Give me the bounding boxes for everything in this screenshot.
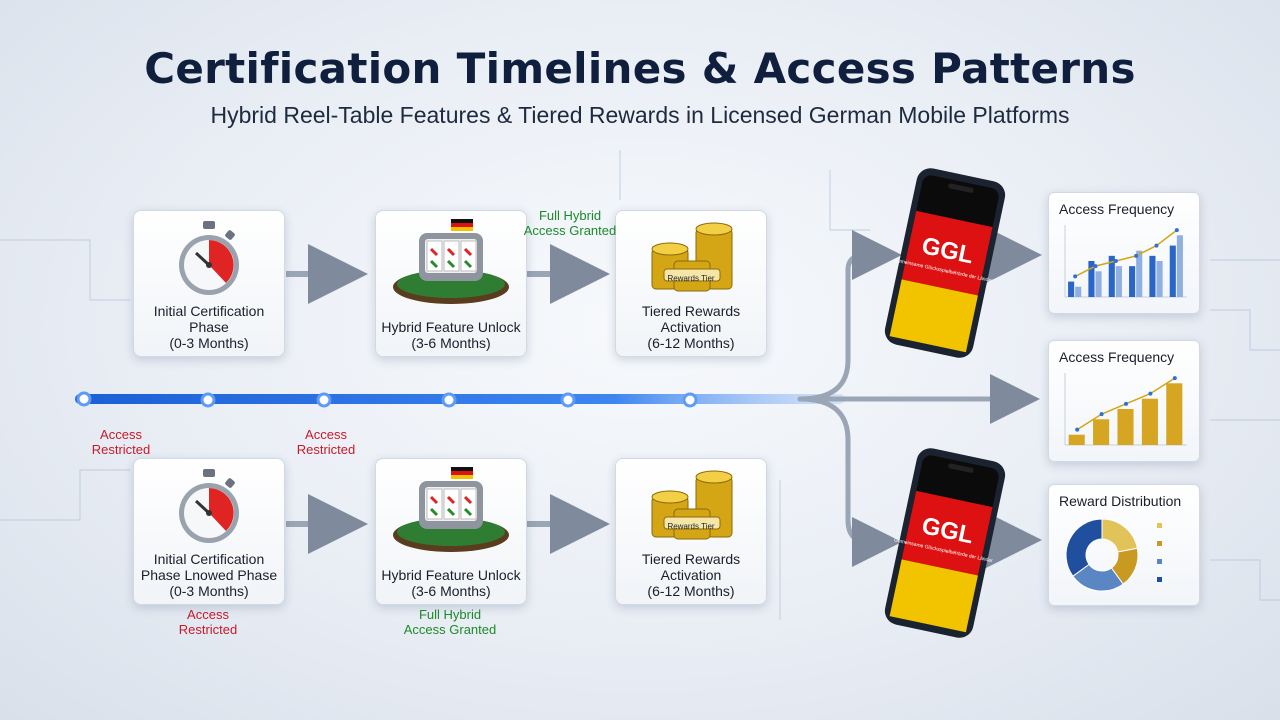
- coin-stack-icon: [651, 470, 733, 540]
- bar: [1149, 255, 1156, 297]
- card-label-line2: Activation: [660, 319, 722, 335]
- phone-ggl-bottom: GGL Gemeinsame Glücksspielbehörde der Lä…: [884, 448, 1006, 638]
- trend-point: [1134, 253, 1139, 258]
- card-label-line1: Hybrid Feature Unlock: [381, 567, 521, 583]
- slot-machine-table-icon: [393, 467, 509, 552]
- trend-point: [1154, 243, 1159, 248]
- card-hybrid-feature-top: Hybrid Feature Unlock (3-6 Months): [375, 210, 527, 357]
- trend-point: [1093, 264, 1098, 269]
- card-initial-certification-top: Initial Certification Phase (0-3 Months): [133, 210, 285, 357]
- trend-point: [1174, 228, 1179, 233]
- card-label-line2: Activation: [660, 567, 722, 583]
- coin-label: Rewards Tier: [667, 274, 715, 283]
- legend-swatch: [1157, 541, 1162, 546]
- bar: [1166, 383, 1183, 445]
- trend-line: [1074, 229, 1178, 278]
- bar: [1068, 281, 1075, 297]
- chart-reward-distribution: [1065, 518, 1162, 592]
- chart-title: Access Frequency: [1059, 349, 1175, 365]
- coin-label: Rewards Tier: [667, 522, 715, 531]
- legend-swatch: [1157, 559, 1162, 564]
- card-label-line2: (3-6 Months): [411, 335, 491, 351]
- timeline-nodes: [76, 391, 698, 408]
- trend-point: [1073, 274, 1078, 279]
- flow-arrows: [286, 225, 1042, 570]
- trend-point: [1075, 427, 1080, 432]
- card-label-line1: Tiered Rewards: [641, 551, 741, 567]
- card-label-line3: (0-3 Months): [169, 335, 249, 351]
- card-label-line1: Initial Certification: [153, 551, 265, 567]
- trend-point: [1124, 401, 1128, 406]
- card-label-line3: (6-12 Months): [647, 583, 735, 599]
- chart-access-frequency-1: [1064, 225, 1187, 298]
- bar: [1169, 245, 1176, 297]
- trend-point: [1113, 259, 1118, 263]
- stopwatch-icon: [179, 221, 239, 295]
- trend-point: [1099, 412, 1104, 417]
- card-initial-certification-bottom: Initial Certification Phase Lnowed Phase…: [133, 458, 285, 605]
- card-hybrid-feature-bottom: Hybrid Feature Unlock (3-6 Months): [375, 458, 527, 605]
- card-tiered-rewards-top: Rewards Tier Tiered Rewards Activation (…: [615, 210, 767, 357]
- bar: [1115, 266, 1122, 297]
- chart-title: Access Frequency: [1059, 201, 1175, 217]
- bar: [1095, 271, 1102, 297]
- pie-slice: [1101, 518, 1138, 553]
- bar: [1176, 235, 1183, 297]
- bar: [1068, 434, 1085, 445]
- page-subtitle: Hybrid Reel-Table Features & Tiered Rewa…: [210, 102, 1070, 128]
- bar: [1156, 261, 1163, 297]
- card-label-line1: Tiered Rewards: [641, 303, 741, 319]
- legend-swatch: [1157, 577, 1162, 582]
- bar: [1129, 266, 1136, 297]
- card-label-line1: Hybrid Feature Unlock: [381, 319, 521, 335]
- card-label-line3: (6-12 Months): [647, 335, 735, 351]
- bar: [1117, 409, 1134, 445]
- card-label-line2: Phase Lnowed Phase: [140, 567, 278, 583]
- bar: [1108, 255, 1115, 297]
- phone-ggl-top: GGL Gemeinsame Glücksspielbehörde der Lä…: [884, 168, 1006, 358]
- pie-slice: [1065, 518, 1103, 577]
- timeline-beam: [75, 394, 845, 404]
- legend-swatch: [1157, 523, 1162, 528]
- card-label-line3: (0-3 Months): [169, 583, 249, 599]
- trend-point: [1172, 376, 1177, 381]
- page-title: Certification Timelines & Access Pattern…: [144, 44, 1136, 93]
- chart-access-frequency-2: [1064, 373, 1187, 446]
- bar: [1136, 250, 1143, 297]
- slot-machine-table-icon: [393, 219, 509, 304]
- trend-point: [1148, 391, 1153, 396]
- coin-stack-icon: [651, 222, 733, 292]
- card-label-line2: Phase: [189, 319, 229, 335]
- stopwatch-icon: [179, 469, 239, 543]
- chart-title: Reward Distribution: [1059, 493, 1182, 509]
- bar: [1088, 261, 1095, 297]
- bar: [1093, 419, 1110, 445]
- chart-panel-access-frequency-2: Access Frequency: [1048, 340, 1200, 462]
- card-label-line1: Initial Certification: [153, 303, 265, 319]
- card-label-line2: (3-6 Months): [411, 583, 491, 599]
- chart-panel-access-frequency-1: Access Frequency: [1048, 192, 1200, 314]
- chart-panel-reward-distribution: Reward Distribution: [1048, 484, 1200, 606]
- bar: [1141, 398, 1158, 445]
- bar: [1075, 286, 1082, 297]
- card-tiered-rewards-bottom: Rewards Tier Tiered Rewards Activation (…: [615, 458, 767, 605]
